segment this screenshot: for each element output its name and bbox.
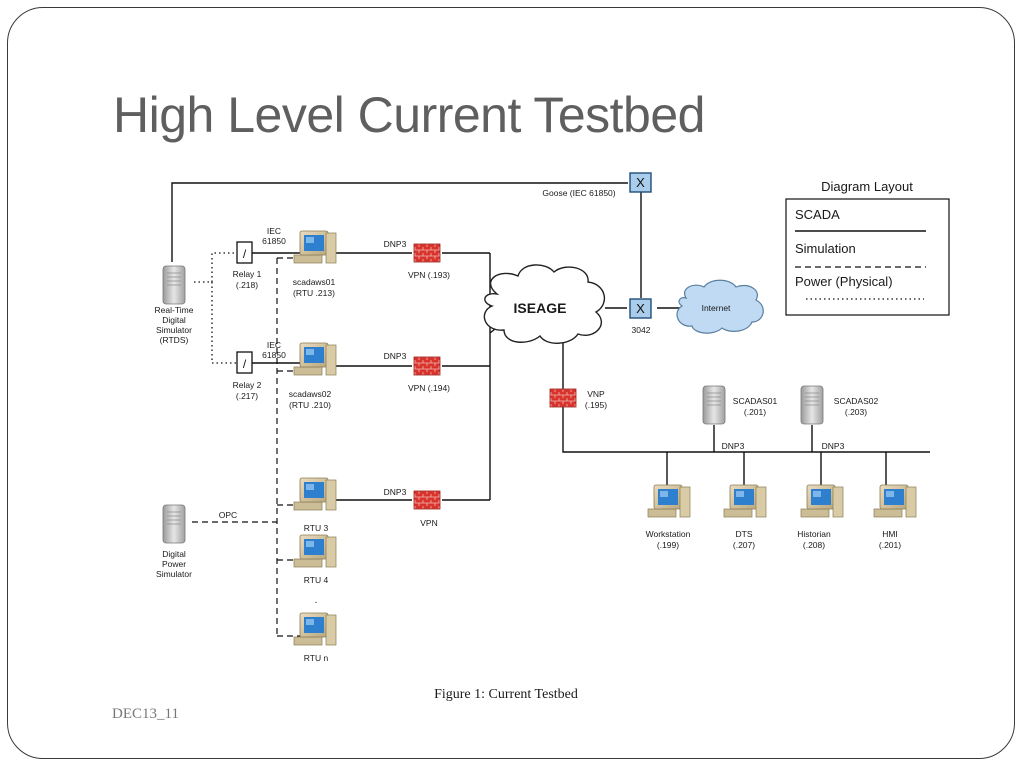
power-sim-server-icon: [162, 504, 186, 544]
rtds-label-2: Digital: [162, 315, 186, 325]
vpn3-label: VPN: [420, 518, 437, 528]
dnp3-label-2: DNP3: [384, 351, 407, 361]
iec-label-2: IEC: [267, 340, 281, 350]
rtu-ellipsis: .: [315, 595, 318, 606]
switch-top: X: [629, 172, 652, 193]
iec-label-1: IEC: [267, 226, 281, 236]
workstation-label: Workstation: [646, 529, 691, 539]
rtu4-label: RTU 4: [304, 575, 329, 585]
dts-ip: (.207): [733, 540, 755, 550]
scadaws02-computer-icon: [293, 342, 337, 376]
historian-computer-icon: [800, 484, 844, 518]
rtu4-computer-icon: [293, 534, 337, 568]
switch-port-label: 3042: [632, 325, 651, 335]
vnp-label: VNP: [587, 389, 605, 399]
workstation-computer-icon: [647, 484, 691, 518]
figure-caption: Figure 1: Current Testbed: [434, 687, 578, 702]
footer-label: DEC13_11: [112, 706, 179, 722]
hmi-label: HMI: [882, 529, 898, 539]
dnp3-label-1: DNP3: [384, 239, 407, 249]
scadas02-label: SCADAS02: [834, 396, 879, 406]
relay-1-symbol: /: [243, 247, 247, 261]
dts-computer-icon: [723, 484, 767, 518]
legend-title: Diagram Layout: [821, 179, 913, 194]
hmi-ip: (.201): [879, 540, 901, 550]
rtds-label-1: Real-Time: [155, 305, 194, 315]
internet-cloud: Internet: [676, 279, 764, 334]
scadas02-server-icon: [800, 385, 824, 425]
scadaws01-ip: (RTU .213): [293, 288, 335, 298]
iseage-cloud: ISEAGE: [483, 264, 606, 344]
scadaws01-computer-icon: [293, 230, 337, 264]
scadas01-server-icon: [702, 385, 726, 425]
rtun-computer-icon: [293, 612, 337, 646]
relay-2-ip: (.217): [236, 391, 258, 401]
legend-power: Power (Physical): [795, 274, 893, 289]
switch-x-icon: X: [636, 175, 645, 190]
rtds-label-3: Simulator: [156, 325, 192, 335]
relay-1-ip: (.218): [236, 280, 258, 290]
dnp3-label-3: DNP3: [384, 487, 407, 497]
vpn3-firewall-icon: [413, 490, 441, 510]
dps-label-2: Power: [162, 559, 186, 569]
rtds-server-icon: [162, 265, 186, 305]
hmi-computer-icon: [873, 484, 917, 518]
scadas01-ip: (.201): [744, 407, 766, 417]
relay-1: /: [236, 241, 253, 264]
vpn1-label: VPN (.193): [408, 270, 450, 280]
scadas01-label: SCADAS01: [733, 396, 778, 406]
scadaws01-label: scadaws01: [293, 277, 336, 287]
simulation-links: [192, 257, 300, 637]
scadaws02-label: scadaws02: [289, 389, 332, 399]
scadaws02-ip: (RTU .210): [289, 400, 331, 410]
relay-2-label: Relay 2: [233, 380, 262, 390]
dnp3-label-4: DNP3: [722, 441, 745, 451]
legend: Diagram Layout SCADA Simulation Power (P…: [785, 179, 950, 316]
rtu3-label: RTU 3: [304, 523, 329, 533]
vpn1-firewall-icon: [413, 243, 441, 263]
vpn2-firewall-icon: [413, 356, 441, 376]
scada-links: [171, 182, 930, 501]
rtun-label: RTU n: [304, 653, 329, 663]
slide-title: High Level Current Testbed: [113, 87, 705, 143]
scadas02-ip: (.203): [845, 407, 867, 417]
historian-ip: (.208): [803, 540, 825, 550]
dps-label-3: Simulator: [156, 569, 192, 579]
rtu3-computer-icon: [293, 477, 337, 511]
relay-1-label: Relay 1: [233, 269, 262, 279]
opc-label: OPC: [219, 510, 237, 520]
vpn2-label: VPN (.194): [408, 383, 450, 393]
vnp-ip: (.195): [585, 400, 607, 410]
rtds-label-4: (RTDS): [160, 335, 189, 345]
dps-label-1: Digital: [162, 549, 186, 559]
legend-simulation: Simulation: [795, 241, 856, 256]
switch-middle: X: [629, 298, 652, 319]
internet-label: Internet: [702, 303, 731, 313]
vnp-firewall-icon: [549, 388, 577, 408]
dnp3-label-5: DNP3: [822, 441, 845, 451]
goose-label: Goose (IEC 61850): [542, 188, 615, 198]
switch-x-icon: X: [636, 301, 645, 316]
relay-2-symbol: /: [243, 357, 247, 371]
relay-2: /: [236, 351, 253, 374]
iseage-label: ISEAGE: [514, 300, 567, 316]
dts-label: DTS: [736, 529, 753, 539]
legend-scada: SCADA: [795, 207, 840, 222]
power-links: [194, 252, 236, 364]
iec-label-1b: 61850: [262, 236, 286, 246]
workstation-ip: (.199): [657, 540, 679, 550]
historian-label: Historian: [797, 529, 831, 539]
slide-frame: [7, 7, 1015, 759]
iec-label-2b: 61850: [262, 350, 286, 360]
